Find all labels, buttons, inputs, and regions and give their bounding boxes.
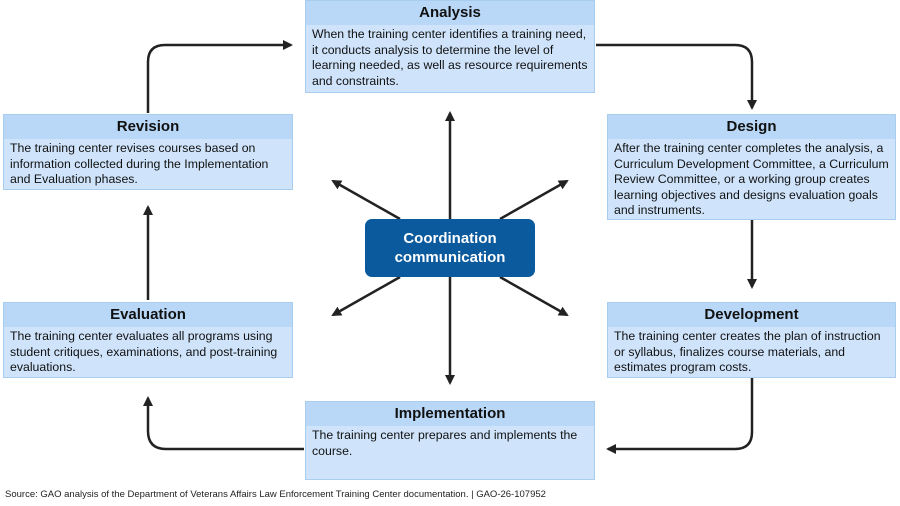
arrow-center-upleft: [331, 179, 401, 221]
evaluation-text: The training center evaluates all progra…: [10, 329, 278, 375]
arrow-implementation-to-evaluation: [143, 396, 304, 451]
design-title: Design: [608, 115, 895, 139]
evaluation-box: Evaluation The training center evaluates…: [3, 302, 293, 378]
evaluation-title: Evaluation: [4, 303, 292, 327]
implementation-box: Implementation The training center prepa…: [305, 401, 595, 480]
revision-text: The training center revises courses base…: [10, 141, 269, 187]
analysis-title: Analysis: [306, 1, 594, 25]
revision-title: Revision: [4, 115, 292, 139]
development-text: The training center creates the plan of …: [614, 329, 881, 375]
center-line-1: Coordination: [403, 230, 497, 247]
implementation-text: The training center prepares and impleme…: [312, 428, 578, 458]
design-text: After the training center completes the …: [614, 141, 889, 218]
revision-box: Revision The training center revises cou…: [3, 114, 293, 190]
source-note: Source: GAO analysis of the Department o…: [5, 489, 546, 500]
implementation-title: Implementation: [306, 402, 594, 426]
arrow-center-upright: [499, 179, 569, 221]
arrow-revision-to-analysis: [146, 40, 293, 113]
arrow-center-downright: [499, 275, 569, 317]
development-title: Development: [608, 303, 895, 327]
coordination-communication-box: Coordination communication: [365, 219, 535, 277]
analysis-text: When the training center identifies a tr…: [312, 27, 588, 88]
center-line-2: communication: [394, 249, 506, 266]
arrow-development-to-implementation: [606, 378, 754, 454]
design-box: Design After the training center complet…: [607, 114, 896, 220]
arrow-analysis-to-design: [596, 43, 757, 110]
arrow-center-downleft: [331, 275, 401, 317]
analysis-box: Analysis When the training center identi…: [305, 0, 595, 93]
development-box: Development The training center creates …: [607, 302, 896, 378]
